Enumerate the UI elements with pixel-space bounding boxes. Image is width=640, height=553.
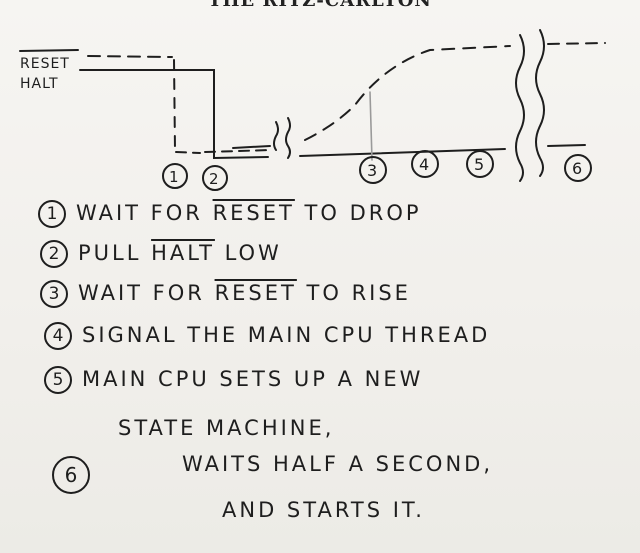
step-number-badge: 5 [44, 366, 72, 394]
marker-circle-3 [359, 156, 387, 184]
step-number-badge: 4 [44, 322, 72, 350]
marker-label-1: 1 [169, 168, 179, 186]
marker-circle-6 [564, 154, 592, 182]
marker-label-4: 4 [419, 155, 429, 174]
reset-label: RESET [20, 56, 70, 72]
break-mark-3 [515, 34, 525, 182]
step-number-badge: 3 [40, 280, 68, 308]
reset-waveform-low [175, 149, 273, 154]
break-mark-1 [273, 121, 279, 151]
marker-label-5: 5 [474, 155, 484, 174]
reset-waveform-high [87, 55, 173, 58]
marker-circle-1 [162, 163, 188, 189]
step-5-continuation: STATE MACHINE, [118, 416, 335, 440]
reset-waveform-rise [304, 45, 511, 141]
step-number-badge: 6 [52, 456, 90, 494]
marker-circle-5 [466, 150, 494, 178]
timing-diagram: RESET HALT 1 2 3 4 5 6 [19, 29, 606, 191]
hotel-letterhead: THE RITZ-CARLTON [208, 0, 432, 11]
marker-label-2: 2 [209, 170, 219, 188]
reset-label-overline [19, 49, 79, 52]
rise-guide-line [369, 91, 373, 161]
marker-label-6: 6 [572, 159, 582, 178]
marker-circle-4 [411, 150, 439, 178]
marker-label-3: 3 [367, 161, 377, 180]
break-mark-2 [285, 117, 291, 159]
reset-waveform-stub [232, 145, 271, 149]
marker-circle-2 [202, 165, 228, 191]
break-mark-4 [535, 29, 545, 177]
halt-label: HALT [20, 76, 59, 92]
halt-waveform-after-break [547, 144, 586, 147]
step-number-badge: 1 [38, 200, 66, 228]
step-number-badge: 2 [40, 240, 68, 268]
step-6: 6 [52, 456, 100, 494]
step-6-line-1: WAITS HALF A SECOND, [182, 452, 494, 476]
reset-waveform-after-break [547, 42, 606, 45]
step-6-line-2: AND STARTS IT. [222, 498, 425, 522]
halt-waveform-high [79, 69, 269, 160]
reset-waveform-drop [173, 59, 176, 151]
halt-waveform-low [299, 148, 506, 157]
